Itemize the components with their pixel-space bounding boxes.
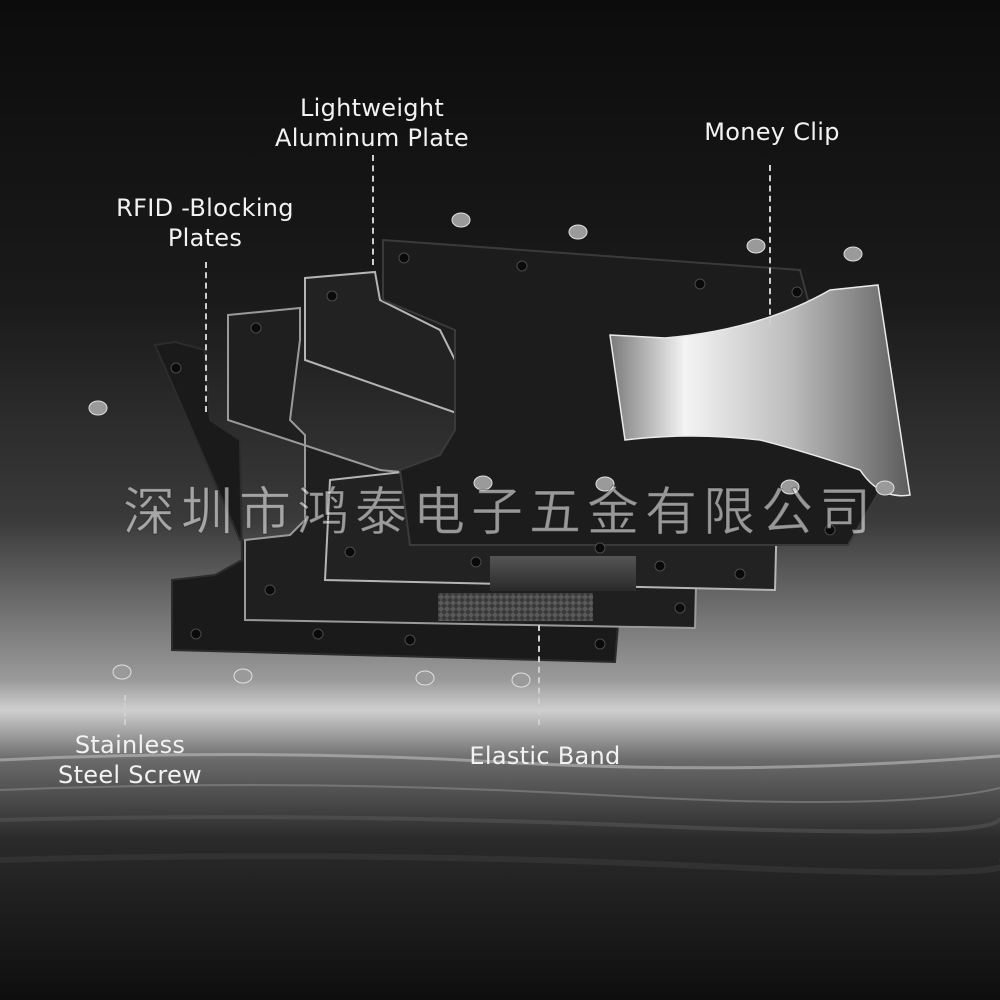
elastic-band-leader: [538, 625, 540, 725]
plate-holes: [170, 252, 836, 650]
screw-leader: [124, 695, 126, 725]
rfid-plates-label-line1: RFID -Blocking: [116, 194, 294, 222]
aluminum-plate-leader: [372, 155, 374, 265]
money-clip-leader: [769, 165, 771, 325]
screw-label: Stainless Steel Screw: [30, 730, 230, 790]
company-watermark: 深圳市鸿泰电子五金有限公司: [122, 483, 877, 544]
aluminum-plate-label: Lightweight Aluminum Plate: [252, 93, 492, 153]
screw-label-line1: Stainless: [74, 731, 186, 759]
elastic-band-label: Elastic Band: [440, 741, 650, 771]
elastic-band: [490, 556, 636, 591]
elastic-band-label-text: Elastic Band: [469, 742, 621, 770]
money-clip: [609, 284, 911, 497]
money-clip-label-text: Money Clip: [704, 118, 840, 146]
screw-label-line2: Steel Screw: [58, 761, 202, 789]
elastic-band-knit: [438, 593, 593, 621]
rfid-plates-label: RFID -Blocking Plates: [90, 193, 320, 253]
water-surface: [0, 752, 1000, 876]
screws: [88, 212, 895, 688]
money-clip-label: Money Clip: [672, 117, 872, 147]
rfid-plates-label-line2: Plates: [167, 224, 243, 252]
aluminum-plate-label-line1: Lightweight: [299, 94, 445, 122]
aluminum-plate-label-line2: Aluminum Plate: [275, 124, 469, 152]
rfid-plates-leader: [205, 262, 207, 412]
